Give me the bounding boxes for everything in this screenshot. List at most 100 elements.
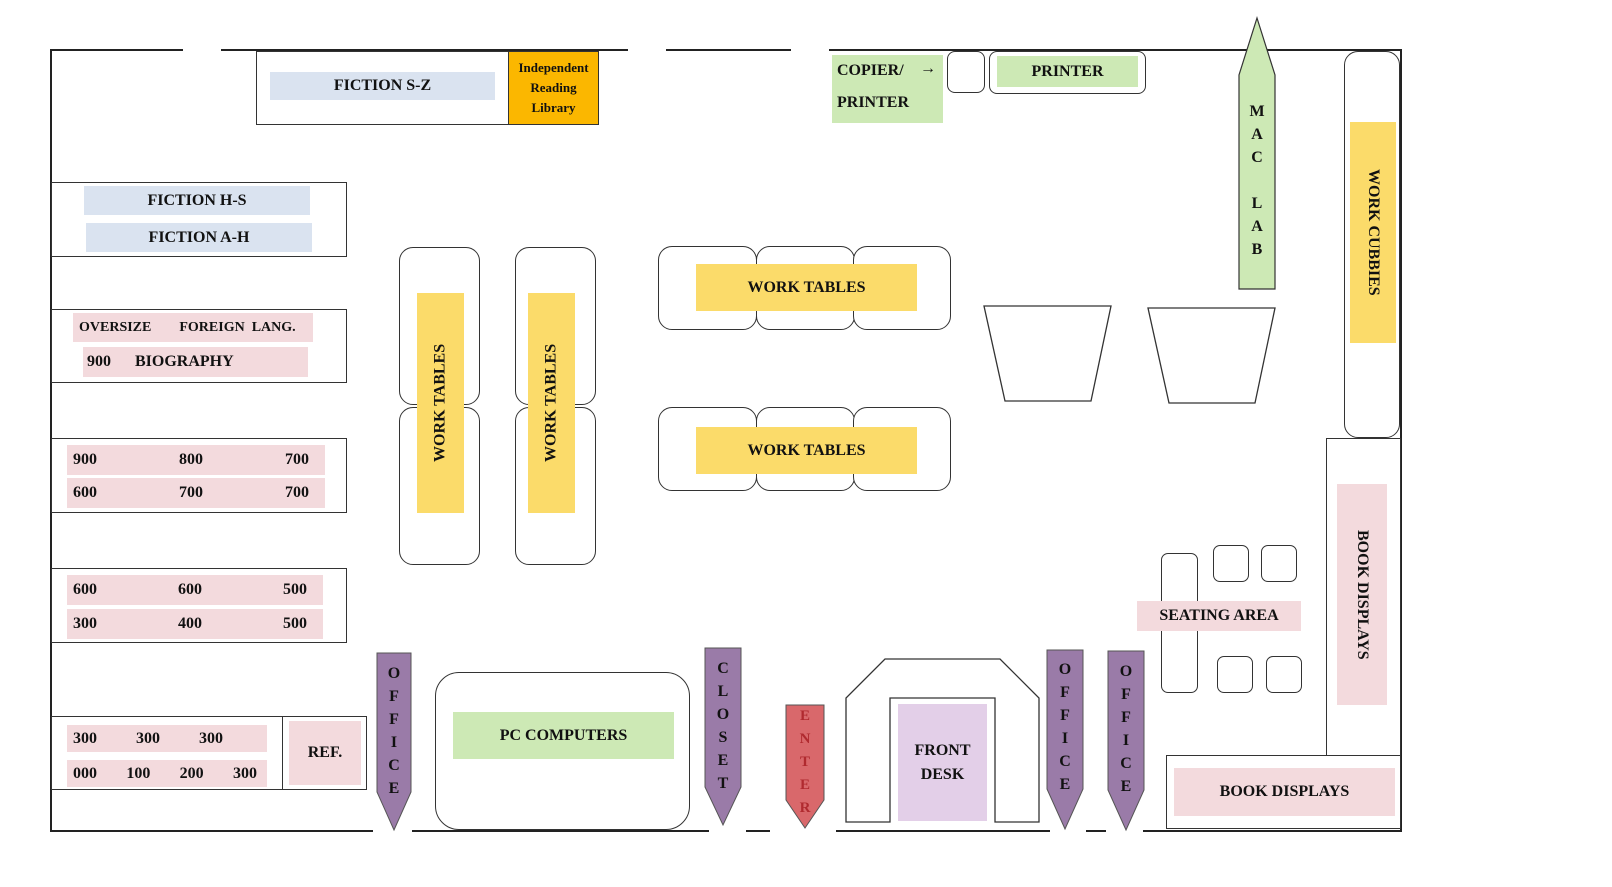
enter-letter: E <box>799 707 810 724</box>
shelf-value: 000 <box>73 764 97 782</box>
shelf-value: 600 <box>178 581 202 598</box>
book-displays-horizontal[interactable]: BOOK DISPLAYS <box>1174 768 1395 816</box>
label-oversize: OVERSIZE <box>79 319 152 335</box>
shelf-600-300[interactable]: 600 600 500 300 400 500 <box>51 568 347 643</box>
shelf-900-600[interactable]: 900 800 700 600 700 700 <box>51 438 347 513</box>
wall-top-4 <box>829 49 1402 51</box>
mac-lab-letter: C <box>1251 149 1263 166</box>
label-ref: REF. <box>289 721 361 785</box>
independent-line-1: Independent <box>518 60 589 75</box>
office-right-1-shape[interactable] <box>1046 649 1084 831</box>
wall-bottom-4 <box>836 830 1050 832</box>
seat <box>1266 656 1302 693</box>
closet-label: C L O S E T <box>704 655 742 797</box>
shelf-000-300[interactable]: 300 300 300 000 100 200 300 <box>51 716 283 790</box>
enter-letter: T <box>799 753 810 770</box>
seat <box>1213 545 1249 582</box>
front-desk[interactable]: FRONT DESK <box>898 704 987 821</box>
shelf-value: 300 <box>73 615 97 632</box>
pc-computers[interactable]: PC COMPUTERS <box>453 712 674 759</box>
shelf-value: 300 <box>199 729 223 747</box>
oversize-row: OVERSIZE FOREIGN LANG. <box>73 313 313 342</box>
work-tables-vertical-1[interactable]: WORK TABLES <box>417 293 464 513</box>
shelf-value: 300 <box>73 729 97 747</box>
shelf-value: 300 <box>136 729 160 747</box>
office-letter: F <box>1060 707 1070 724</box>
front-desk-line-2: DESK <box>920 765 965 783</box>
front-desk-shape <box>845 658 1040 823</box>
label-900: 900 <box>87 353 111 370</box>
copier-printer[interactable]: COPIER/ → PRINTER <box>832 55 943 123</box>
office-letter: F <box>1121 709 1131 726</box>
mac-lab-label: M A C L A B <box>1238 96 1276 265</box>
work-tables-horizontal-1[interactable]: WORK TABLES <box>696 264 917 311</box>
seat <box>1217 656 1253 693</box>
independent-line-3: Library <box>531 100 576 115</box>
enter-letter: N <box>799 730 811 747</box>
shelf-row-1: 300 300 300 <box>67 725 267 752</box>
copier-stand <box>947 51 985 93</box>
trapezoid-table-2 <box>1147 307 1276 404</box>
closet-letter: E <box>717 752 729 769</box>
closet-letter: C <box>717 660 729 677</box>
office-letter: C <box>388 757 400 774</box>
office-left-label: O F F I C E <box>376 660 412 802</box>
shelf-value: 500 <box>283 581 307 598</box>
closet-letter: S <box>718 729 728 746</box>
office-letter: E <box>1059 776 1071 793</box>
wall-bottom-6 <box>1143 830 1401 832</box>
shelf-value: 300 <box>232 764 257 782</box>
enter-letter: R <box>799 799 811 816</box>
work-tables-horizontal-2[interactable]: WORK TABLES <box>696 427 917 474</box>
shelf-row-2: 000 100 200 300 <box>67 760 267 787</box>
label-fiction-a-h: FICTION A-H <box>86 223 312 252</box>
seating-area[interactable]: SEATING AREA <box>1137 601 1301 631</box>
wall-bottom-1 <box>51 830 373 832</box>
shelf-value: 700 <box>285 484 309 501</box>
label-foreign-lang: FOREIGN LANG. <box>179 319 296 335</box>
shelf-value: 700 <box>285 451 309 468</box>
mac-lab-shape[interactable] <box>1238 16 1276 292</box>
independent-line-2: Reading <box>530 80 577 95</box>
shelf-oversize-biography[interactable]: OVERSIZE FOREIGN LANG. 900 BIOGRAPHY <box>51 309 347 383</box>
wall-bottom-5 <box>1086 830 1106 832</box>
wall-top-3 <box>666 49 791 51</box>
mac-lab-letter: L <box>1251 195 1263 212</box>
shelf-fiction-a-s[interactable]: FICTION H-S FICTION A-H <box>51 182 347 257</box>
wall-bottom-3 <box>746 830 770 832</box>
shelf-reference[interactable]: REF. <box>282 716 367 790</box>
book-displays-vertical[interactable]: BOOK DISPLAYS <box>1337 484 1387 705</box>
office-letter: I <box>1122 732 1130 749</box>
shelf-value: 900 <box>73 451 97 468</box>
independent-reading-library[interactable]: Independent Reading Library <box>508 51 599 125</box>
office-letter: E <box>1120 778 1132 795</box>
shelf-value: 500 <box>283 615 307 632</box>
closet-letter: O <box>716 706 730 723</box>
office-letter: C <box>1120 755 1132 772</box>
closet-shape[interactable] <box>704 647 742 827</box>
shelf-row-2: 600 700 700 <box>67 478 325 508</box>
wall-bottom-2 <box>412 830 709 832</box>
work-cubbies[interactable]: WORK CUBBIES <box>1350 122 1396 343</box>
biography-row: 900 BIOGRAPHY <box>83 347 308 377</box>
printer[interactable]: PRINTER <box>997 56 1138 87</box>
office-letter: O <box>1119 663 1133 680</box>
wall-top-2 <box>221 49 628 51</box>
mac-lab-letter: A <box>1251 126 1263 143</box>
copier-label: COPIER/ <box>837 62 904 79</box>
mac-lab-letter: M <box>1249 103 1265 120</box>
shelf-value: 400 <box>178 615 202 632</box>
work-tables-vertical-2[interactable]: WORK TABLES <box>528 293 575 513</box>
enter-shape[interactable] <box>785 704 825 830</box>
office-letter: I <box>390 734 398 751</box>
office-letter: F <box>1060 684 1070 701</box>
trapezoid-table-1 <box>983 305 1112 402</box>
shelf-value: 700 <box>179 484 203 501</box>
seat <box>1261 545 1297 582</box>
office-right-2-shape[interactable] <box>1107 650 1145 832</box>
office-left-shape[interactable] <box>376 652 412 832</box>
office-letter: E <box>388 780 400 797</box>
shelf-fiction-s-z[interactable]: FICTION S-Z <box>256 51 509 125</box>
label-fiction-h-s: FICTION H-S <box>84 186 310 215</box>
office-right-1-label: O F F I C E <box>1046 656 1084 798</box>
